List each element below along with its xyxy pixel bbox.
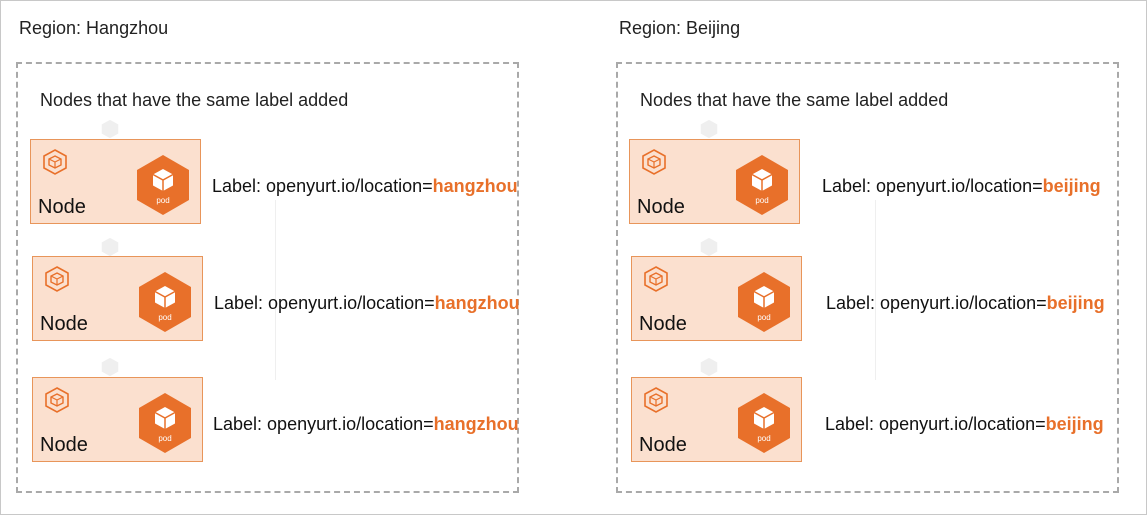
node-label: Node xyxy=(639,434,687,456)
label-value: hangzhou xyxy=(433,414,519,434)
node-label-text: Label: openyurt.io/location=hangzhou xyxy=(213,414,519,435)
node-cube-icon xyxy=(642,149,666,175)
label-value: beijing xyxy=(1045,414,1104,434)
node-cube-icon xyxy=(45,266,69,292)
node-card: Node pod xyxy=(631,256,802,341)
node-label: Node xyxy=(40,313,88,335)
faint-cube-icon xyxy=(700,119,718,139)
pod-hexagon-icon: pod xyxy=(137,155,189,215)
pod-hexagon-icon: pod xyxy=(738,393,790,453)
pod-hexagon-icon: pod xyxy=(139,272,191,332)
label-value: hangzhou xyxy=(434,293,520,313)
node-label: Node xyxy=(639,313,687,335)
faint-cube-icon xyxy=(101,119,119,139)
node-card: Node pod xyxy=(629,139,800,224)
node-label: Node xyxy=(38,196,86,218)
faint-cube-icon xyxy=(700,237,718,257)
pod-text: pod xyxy=(158,434,171,443)
node-label-text: Label: openyurt.io/location=hangzhou xyxy=(212,176,518,197)
node-label: Node xyxy=(637,196,685,218)
region-title-hangzhou: Region: Hangzhou xyxy=(19,18,169,38)
faint-connector xyxy=(875,200,876,380)
pod-text: pod xyxy=(156,196,169,205)
node-label-text: Label: openyurt.io/location=beijing xyxy=(825,414,1104,435)
label-prefix: Label: openyurt.io/location= xyxy=(212,176,433,196)
node-label-text: Label: openyurt.io/location=hangzhou xyxy=(214,293,520,314)
group-title-hangzhou: Nodes that have the same label added xyxy=(40,90,349,110)
pod-text: pod xyxy=(755,196,768,205)
faint-cube-icon xyxy=(700,357,718,377)
label-prefix: Label: openyurt.io/location= xyxy=(214,293,435,313)
node-card: Node pod xyxy=(32,256,203,341)
node-label: Node xyxy=(40,434,88,456)
group-title-beijing: Nodes that have the same label added xyxy=(640,90,949,110)
pod-hexagon-icon: pod xyxy=(738,272,790,332)
node-group-hangzhou: Nodes that have the same label added xyxy=(16,62,519,493)
node-cube-icon xyxy=(644,266,668,292)
node-card: Node pod xyxy=(30,139,201,224)
label-value: beijing xyxy=(1042,176,1101,196)
pod-hexagon-icon: pod xyxy=(139,393,191,453)
label-value: hangzhou xyxy=(432,176,518,196)
faint-cube-icon xyxy=(101,237,119,257)
faint-connector xyxy=(275,200,276,380)
node-group-beijing: Nodes that have the same label added xyxy=(616,62,1119,493)
node-cube-icon xyxy=(43,149,67,175)
label-prefix: Label: openyurt.io/location= xyxy=(826,293,1047,313)
pod-text: pod xyxy=(158,313,171,322)
faint-cube-icon xyxy=(101,357,119,377)
node-card: Node pod xyxy=(631,377,802,462)
region-title-beijing: Region: Beijing xyxy=(619,18,741,38)
node-label-text: Label: openyurt.io/location=beijing xyxy=(826,293,1105,314)
label-value: beijing xyxy=(1046,293,1105,313)
node-card: Node pod xyxy=(32,377,203,462)
label-prefix: Label: openyurt.io/location= xyxy=(213,414,434,434)
label-prefix: Label: openyurt.io/location= xyxy=(825,414,1046,434)
label-prefix: Label: openyurt.io/location= xyxy=(822,176,1043,196)
pod-hexagon-icon: pod xyxy=(736,155,788,215)
node-cube-icon xyxy=(644,387,668,413)
node-cube-icon xyxy=(45,387,69,413)
pod-text: pod xyxy=(757,434,770,443)
pod-text: pod xyxy=(757,313,770,322)
node-label-text: Label: openyurt.io/location=beijing xyxy=(822,176,1101,197)
